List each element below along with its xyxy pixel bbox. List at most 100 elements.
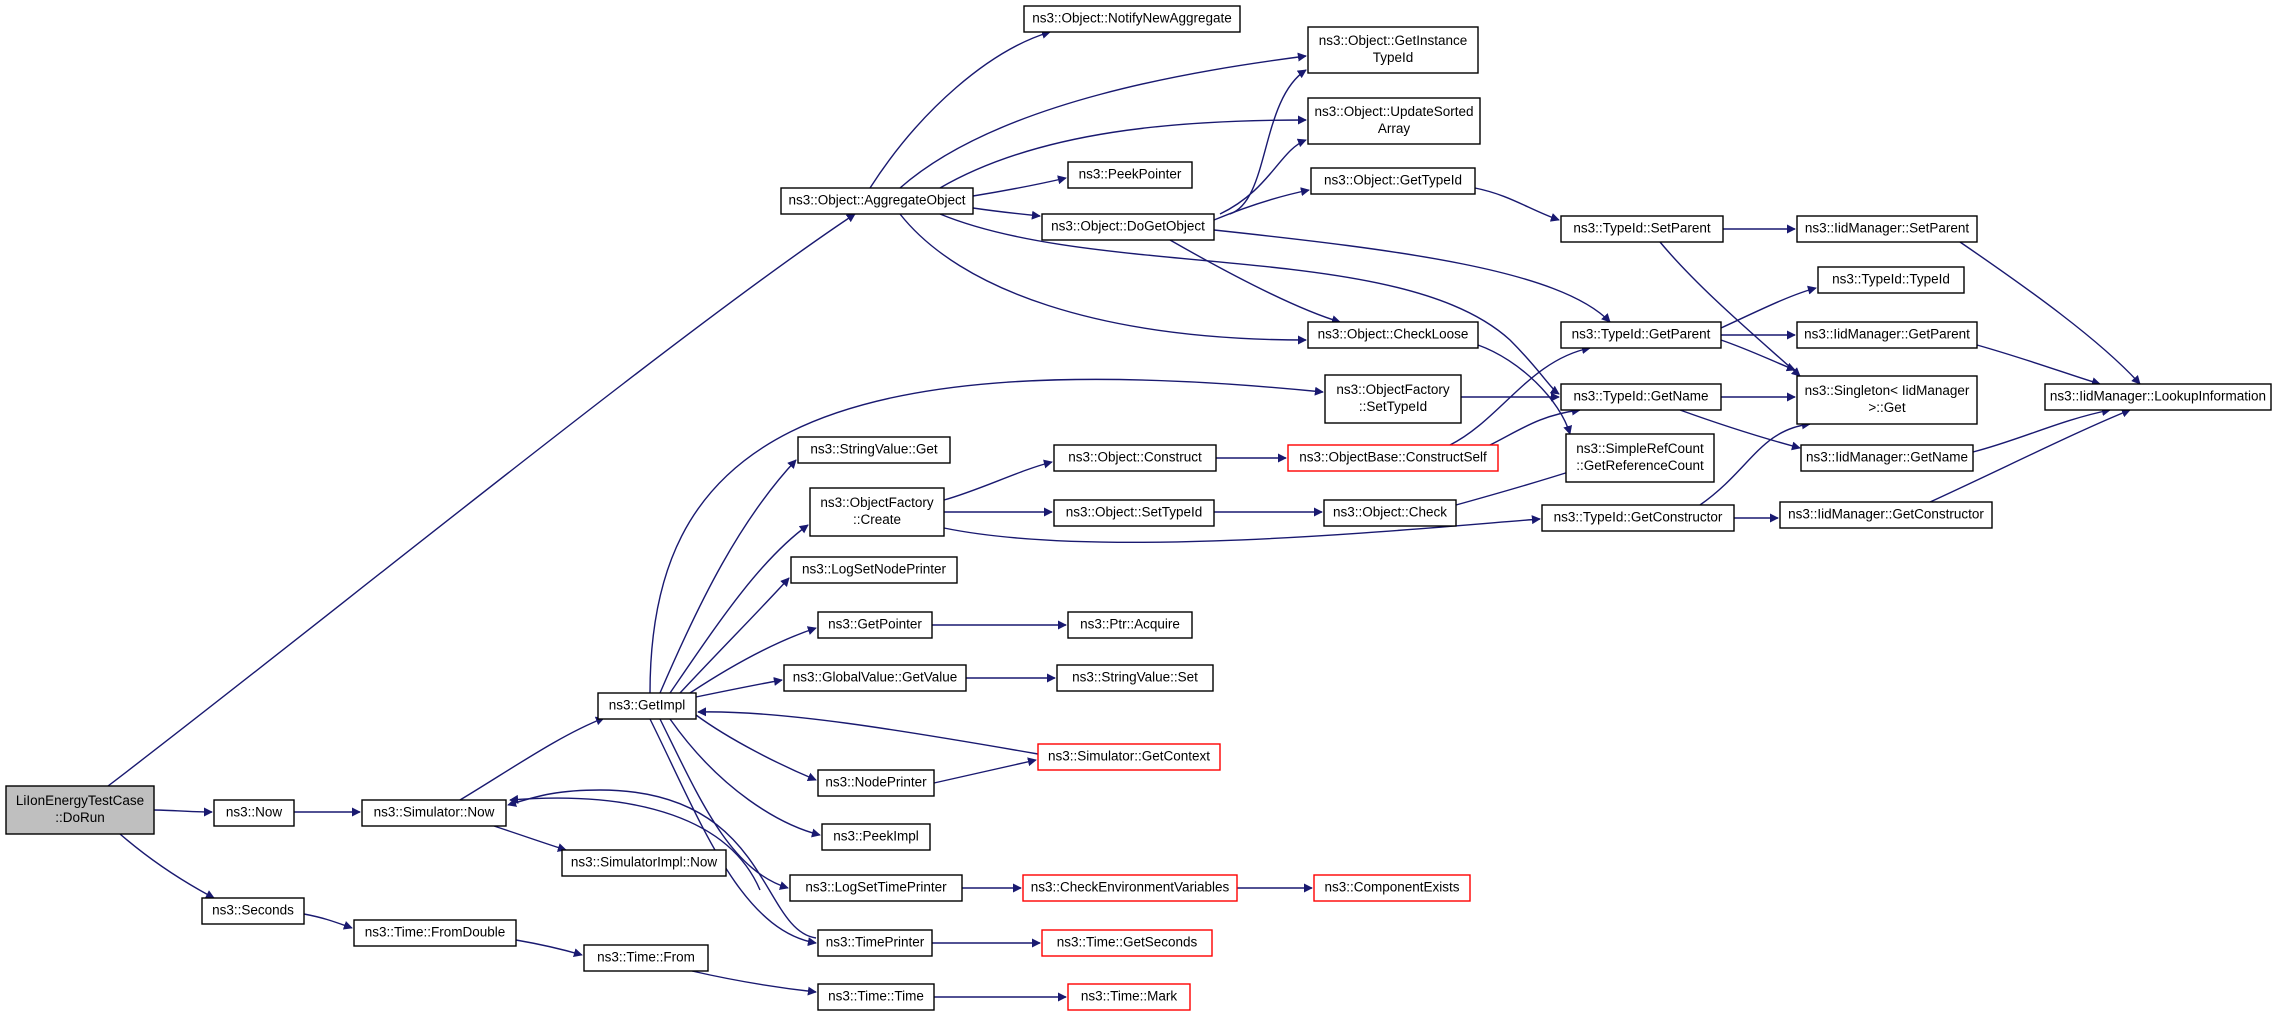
node-box [797,436,951,464]
edge-getimpl-to-ofcreate [669,524,809,694]
node-getseconds[interactable]: ns3::Time::GetSeconds [1041,929,1213,957]
node-label: ns3::PeekPointer [1079,167,1182,182]
node-label: ns3::TypeId::GetParent [1572,327,1711,342]
node-label: ns3::IidManager::LookupInformation [2050,389,2266,404]
node-box [597,692,697,720]
node-box [1067,611,1193,639]
node-box [1053,499,1215,527]
node-typeidtypeid[interactable]: ns3::TypeId::TypeId [1817,266,1965,294]
node-box [1307,97,1481,145]
edge-getimpl-to-peekimpl [669,718,821,838]
node-objsettypeid[interactable]: ns3::Object::SetTypeId [1053,499,1215,527]
node-peekimpl[interactable]: ns3::PeekImpl [821,823,931,851]
node-label: ns3::Object::Construct [1068,450,1202,465]
edge-getname-to-iidgetname [1679,409,1801,451]
node-iidgetconstructor[interactable]: ns3::IidManager::GetConstructor [1779,501,1993,529]
node-ofcreate[interactable]: ns3::ObjectFactory::Create [809,487,945,537]
edge-aggregate-to-getname [939,213,1560,395]
node-label: ns3::TypeId::GetConstructor [1554,510,1723,525]
node-box [1041,929,1213,957]
node-ofsettypeid[interactable]: ns3::ObjectFactory::SetTypeId [1324,374,1462,424]
node-logsetnode[interactable]: ns3::LogSetNodePrinter [790,556,958,584]
node-checkloose[interactable]: ns3::Object::CheckLoose [1307,321,1479,349]
node-box [1560,215,1724,243]
node-notify[interactable]: ns3::Object::NotifyNewAggregate [1023,5,1241,33]
node-nodeprinter[interactable]: ns3::NodePrinter [817,769,935,797]
edge-aggregate-to-notify [869,30,1051,189]
node-label: ns3::Ptr::Acquire [1080,617,1180,632]
node-singleton[interactable]: ns3::Singleton< IidManager>::Get [1796,375,1978,425]
node-box [1779,501,1993,529]
node-timeprinter[interactable]: ns3::TimePrinter [817,929,933,957]
edge-getimpl-to-logsetnode [679,577,790,694]
node-gvgetvalue[interactable]: ns3::GlobalValue::GetValue [783,664,967,692]
node-getparent[interactable]: ns3::TypeId::GetParent [1560,321,1722,349]
node-iidgetparent[interactable]: ns3::IidManager::GetParent [1796,321,1978,349]
node-ptracquire[interactable]: ns3::Ptr::Acquire [1067,611,1193,639]
node-peekptr[interactable]: ns3::PeekPointer [1067,161,1193,189]
node-timetime[interactable]: ns3::Time::Time [817,983,935,1011]
node-box [1796,215,1978,243]
node-label: ns3::IidManager::GetConstructor [1788,507,1984,522]
node-simplerefcount[interactable]: ns3::SimpleRefCount::GetReferenceCount [1565,433,1715,483]
node-seconds[interactable]: ns3::Seconds [201,897,305,925]
node-timefrom[interactable]: ns3::Time::From [583,944,709,972]
node-compexists[interactable]: ns3::ComponentExists [1313,874,1471,902]
edge-getimpl-to-gvgetvalue [695,677,783,698]
node-label: ns3::Simulator::Now [374,805,495,820]
node-box [1800,444,1974,472]
node-box [1817,266,1965,294]
node-root[interactable]: LiIonEnergyTestCase::DoRun [5,785,155,835]
node-label: ns3::Seconds [212,903,294,918]
node-box [1565,433,1715,483]
node-box [561,849,727,877]
node-box [1037,743,1221,771]
node-label: LiIonEnergyTestCase [16,793,144,808]
node-getimpl[interactable]: ns3::GetImpl [597,692,697,720]
node-label: TypeId [1373,50,1414,65]
node-gettypeid[interactable]: ns3::Object::GetTypeId [1310,167,1476,195]
edge-getparent-to-singleton [1720,339,1796,372]
node-iidgetname[interactable]: ns3::IidManager::GetName [1800,444,1974,472]
edge-fromdouble-to-timefrom [515,939,583,958]
node-fromdouble[interactable]: ns3::Time::FromDouble [353,919,517,947]
node-dogetobject[interactable]: ns3::Object::DoGetObject [1041,213,1215,241]
node-simnow[interactable]: ns3::Simulator::Now [361,799,507,827]
node-logsettime[interactable]: ns3::LogSetTimePrinter [789,874,963,902]
node-box [361,799,507,827]
node-iidsetparent[interactable]: ns3::IidManager::SetParent [1796,215,1978,243]
node-stringset[interactable]: ns3::StringValue::Set [1056,664,1214,692]
node-simimplnow[interactable]: ns3::SimulatorImpl::Now [561,849,727,877]
node-label: ns3::IidManager::GetName [1806,450,1968,465]
node-box [5,785,155,835]
node-label: ns3::Simulator::GetContext [1048,749,1210,764]
node-constructself[interactable]: ns3::ObjectBase::ConstructSelf [1287,444,1499,472]
node-timemark[interactable]: ns3::Time::Mark [1067,983,1191,1011]
node-now[interactable]: ns3::Now [213,799,295,827]
edge-root-to-aggregate [107,213,856,787]
node-label: ns3::LogSetNodePrinter [802,562,947,577]
node-box [783,664,967,692]
node-objcheck[interactable]: ns3::Object::Check [1323,499,1457,527]
node-box [1796,321,1978,349]
node-label: ns3::Object::NotifyNewAggregate [1032,11,1232,26]
node-label: ns3::GlobalValue::GetValue [793,670,958,685]
node-getpointer[interactable]: ns3::GetPointer [817,611,933,639]
node-setparent[interactable]: ns3::TypeId::SetParent [1560,215,1724,243]
node-label: ns3::GetPointer [828,617,922,632]
edge-iidgetconstructor-to-lookup [1929,408,2131,503]
node-box [1307,26,1479,74]
node-lookup[interactable]: ns3::IidManager::LookupInformation [2044,383,2272,411]
node-aggregate[interactable]: ns3::Object::AggregateObject [780,187,974,215]
node-stringget[interactable]: ns3::StringValue::Get [797,436,951,464]
node-construct[interactable]: ns3::Object::Construct [1053,444,1217,472]
node-getname[interactable]: ns3::TypeId::GetName [1560,383,1722,411]
edge-dogetobject-to-gettypeid [1213,187,1310,221]
node-getcontext[interactable]: ns3::Simulator::GetContext [1037,743,1221,771]
edge-root-to-now [153,807,213,817]
node-getconstructor[interactable]: ns3::TypeId::GetConstructor [1541,504,1735,532]
node-checkenv[interactable]: ns3::CheckEnvironmentVariables [1022,874,1238,902]
edge-root-to-seconds [119,833,215,899]
